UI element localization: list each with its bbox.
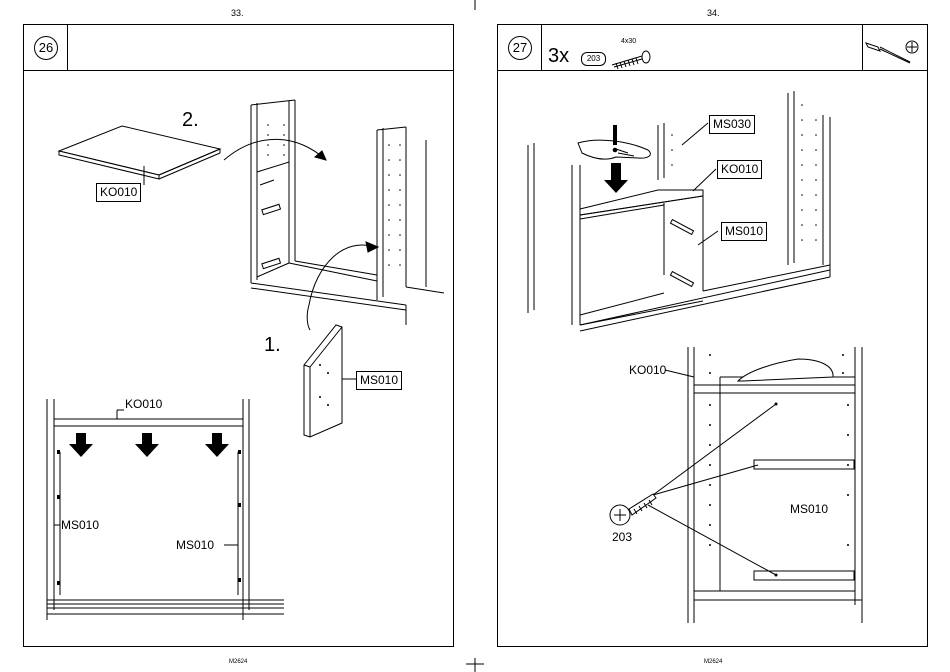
detail-label-left: MS010 <box>61 518 99 532</box>
detail-label-side: MS010 <box>790 502 828 516</box>
part-label-side: MS010 <box>721 222 767 241</box>
detail-label-screw: 203 <box>612 530 632 544</box>
detail-label-right: MS010 <box>176 538 214 552</box>
part-label-top-board: KO010 <box>96 183 141 202</box>
order-label-1: 1. <box>264 334 281 356</box>
part-label-top: KO010 <box>717 160 762 179</box>
order-label-2: 2. <box>182 109 199 131</box>
detail-label-top: KO010 <box>125 397 162 411</box>
part-label-side-panel: MS010 <box>356 371 402 390</box>
step-26-illustration <box>24 25 455 648</box>
step-27-panel: 27 3x 203 4x30 <box>497 24 928 647</box>
step-26-panel: 26 <box>23 24 454 647</box>
part-label-back: MS030 <box>709 115 755 134</box>
detail-label-top: KO010 <box>629 363 666 377</box>
